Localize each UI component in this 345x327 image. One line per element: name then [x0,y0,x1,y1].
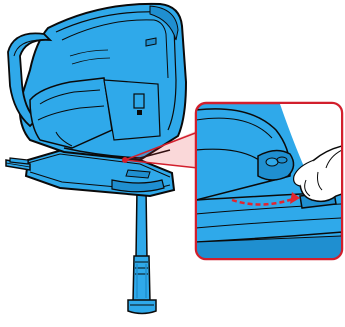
zoom-callout [194,101,344,261]
label-slot [133,93,145,109]
pointing-hand-icon [293,145,341,203]
seat-shell [7,2,188,162]
support-leg [127,187,157,315]
rotation-arrow-icon [231,196,297,206]
label-mark [137,110,142,115]
callout-connector [122,130,199,169]
